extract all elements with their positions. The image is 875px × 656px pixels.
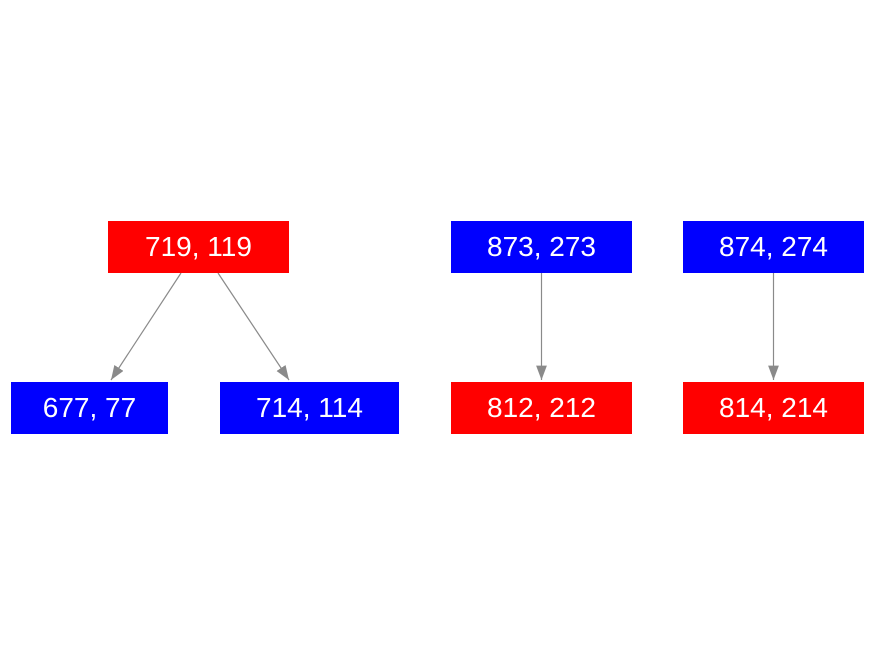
edge-719-to-677: [110, 272, 182, 381]
node-719-119: 719, 119: [108, 221, 289, 273]
node-label: 812, 212: [487, 392, 596, 423]
node-874-274: 874, 274: [683, 221, 864, 273]
node-label: 677, 77: [42, 392, 137, 423]
node-label: 873, 273: [487, 231, 596, 262]
edge-719-to-714: [217, 272, 290, 381]
node-714-114: 714, 114: [220, 382, 399, 434]
node-label: 714, 114: [256, 392, 363, 423]
node-label: 719, 119: [145, 231, 252, 262]
node-814-214: 814, 214: [683, 382, 864, 434]
node-873-273: 873, 273: [451, 221, 632, 273]
node-677-77: 677, 77: [11, 382, 168, 434]
node-label: 814, 214: [719, 392, 828, 423]
node-812-212: 812, 212: [451, 382, 632, 434]
node-label: 874, 274: [719, 231, 828, 262]
